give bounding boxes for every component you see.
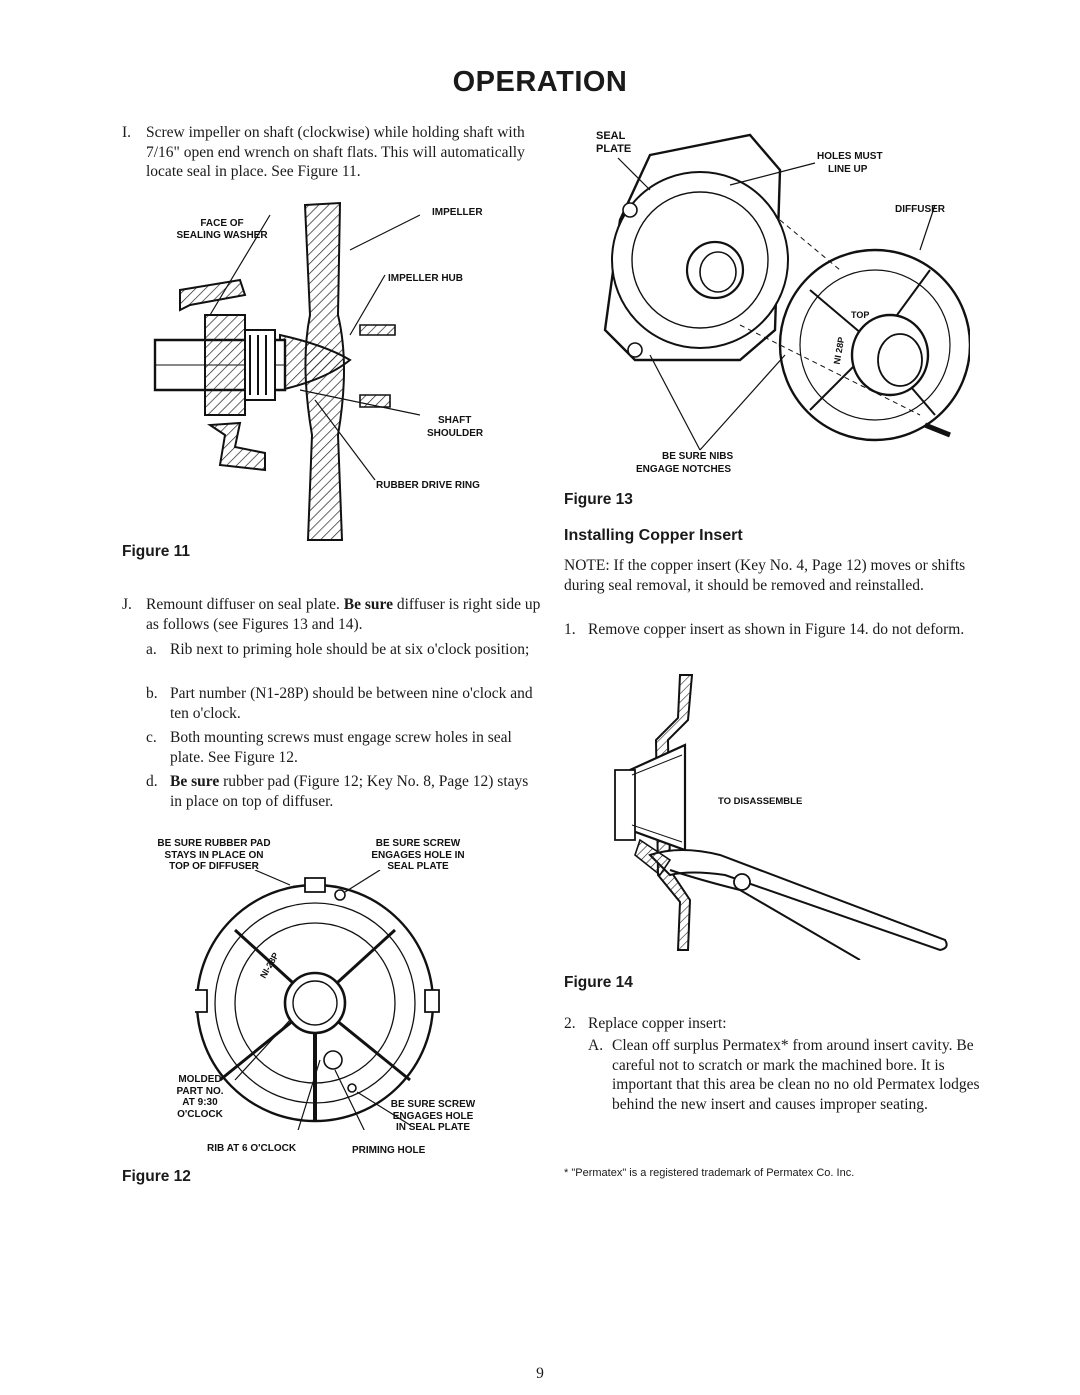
fig11-label-impeller-hub: IMPELLER HUB — [388, 273, 463, 284]
fig13-label-line-up: LINE UP — [828, 164, 868, 175]
fig11-label-face-of: FACE OF — [200, 218, 244, 229]
footnote-permatex: * "Permatex" is a registered trademark o… — [564, 1167, 855, 1179]
step-2a: A. Clean off surplus Permatex* from arou… — [588, 1037, 980, 1113]
fig12-label-priming-hole: PRIMING HOLE — [352, 1145, 426, 1156]
fig12-label-screw-top: BE SURE SCREW ENGAGES HOLE IN SEAL PLATE — [371, 838, 465, 872]
fig13-label-engage-notches: ENGAGE NOTCHES — [636, 464, 732, 475]
fig11-label-shoulder: SHOULDER — [427, 428, 484, 439]
figure-13-seal-plate-diagram — [590, 130, 970, 460]
step-j-text: Remount diffuser on seal plate. Be sure … — [146, 596, 541, 633]
fig13-label-be-sure-nibs: BE SURE NIBS — [662, 451, 734, 462]
step-i-text: Screw impeller on shaft (clockwise) whil… — [146, 124, 525, 180]
figure-11-caption: Figure 11 — [122, 543, 191, 560]
fig13-label-seal: SEAL — [596, 130, 626, 142]
fig12-label-rubber-pad: BE SURE RUBBER PAD STAYS IN PLACE ON TOP… — [157, 838, 271, 872]
figure-13-caption: Figure 13 — [564, 491, 633, 508]
step-j: J. Remount diffuser on seal plate. Be su… — [122, 595, 542, 634]
figure-12-diffuser-diagram — [195, 870, 465, 1130]
section-heading-installing-copper-insert: Installing Copper Insert — [564, 527, 743, 544]
fig12-label-screw-bottom: BE SURE SCREW ENGAGES HOLE IN SEAL PLATE — [390, 1099, 476, 1133]
fig12-label-molded: MOLDED PART NO. AT 9:30 O'CLOCK — [176, 1074, 224, 1120]
fig13-label-diffuser: DIFFUSER — [895, 204, 945, 215]
step-i: I. Screw impeller on shaft (clockwise) w… — [122, 123, 542, 182]
step-i-number: I. — [122, 124, 132, 141]
figure-14-caption: Figure 14 — [564, 974, 633, 991]
fig11-label-shaft: SHAFT — [438, 415, 472, 426]
fig12-label-rib: RIB AT 6 O'CLOCK — [207, 1143, 297, 1154]
page-number: 9 — [536, 1365, 544, 1382]
fig11-label-impeller: IMPELLER — [432, 207, 483, 218]
note-paragraph: NOTE: If the copper insert (Key No. 4, P… — [564, 557, 966, 594]
substep-c: c. Both mounting screws must engage scre… — [146, 729, 512, 766]
figure-14-pliers-diagram — [610, 670, 955, 960]
substep-b: b. Part number (N1-28P) should be betwee… — [146, 685, 533, 722]
fig11-label-rubber-drive-ring: RUBBER DRIVE RING — [376, 480, 480, 491]
substep-d: d. Be sure rubber pad (Figure 12; Key No… — [146, 773, 529, 810]
step-2: 2. Replace copper insert: — [564, 1015, 727, 1032]
figure-12-caption: Figure 12 — [122, 1168, 191, 1185]
page-title: OPERATION — [452, 66, 628, 98]
substep-a: a. Rib next to priming hole should be at… — [146, 641, 530, 658]
fig13-label-holes-must: HOLES MUST — [817, 151, 883, 162]
step-1: 1. Remove copper insert as shown in Figu… — [564, 621, 965, 638]
fig13-label-plate: PLATE — [596, 143, 632, 155]
fig14-label-to-disassemble: TO DISASSEMBLE — [718, 796, 803, 807]
step-j-number: J. — [122, 596, 132, 613]
figure-11-impeller-diagram — [150, 195, 420, 545]
fig13-label-top: TOP — [851, 310, 870, 320]
fig11-label-sealing-washer: SEALING WASHER — [176, 230, 268, 241]
